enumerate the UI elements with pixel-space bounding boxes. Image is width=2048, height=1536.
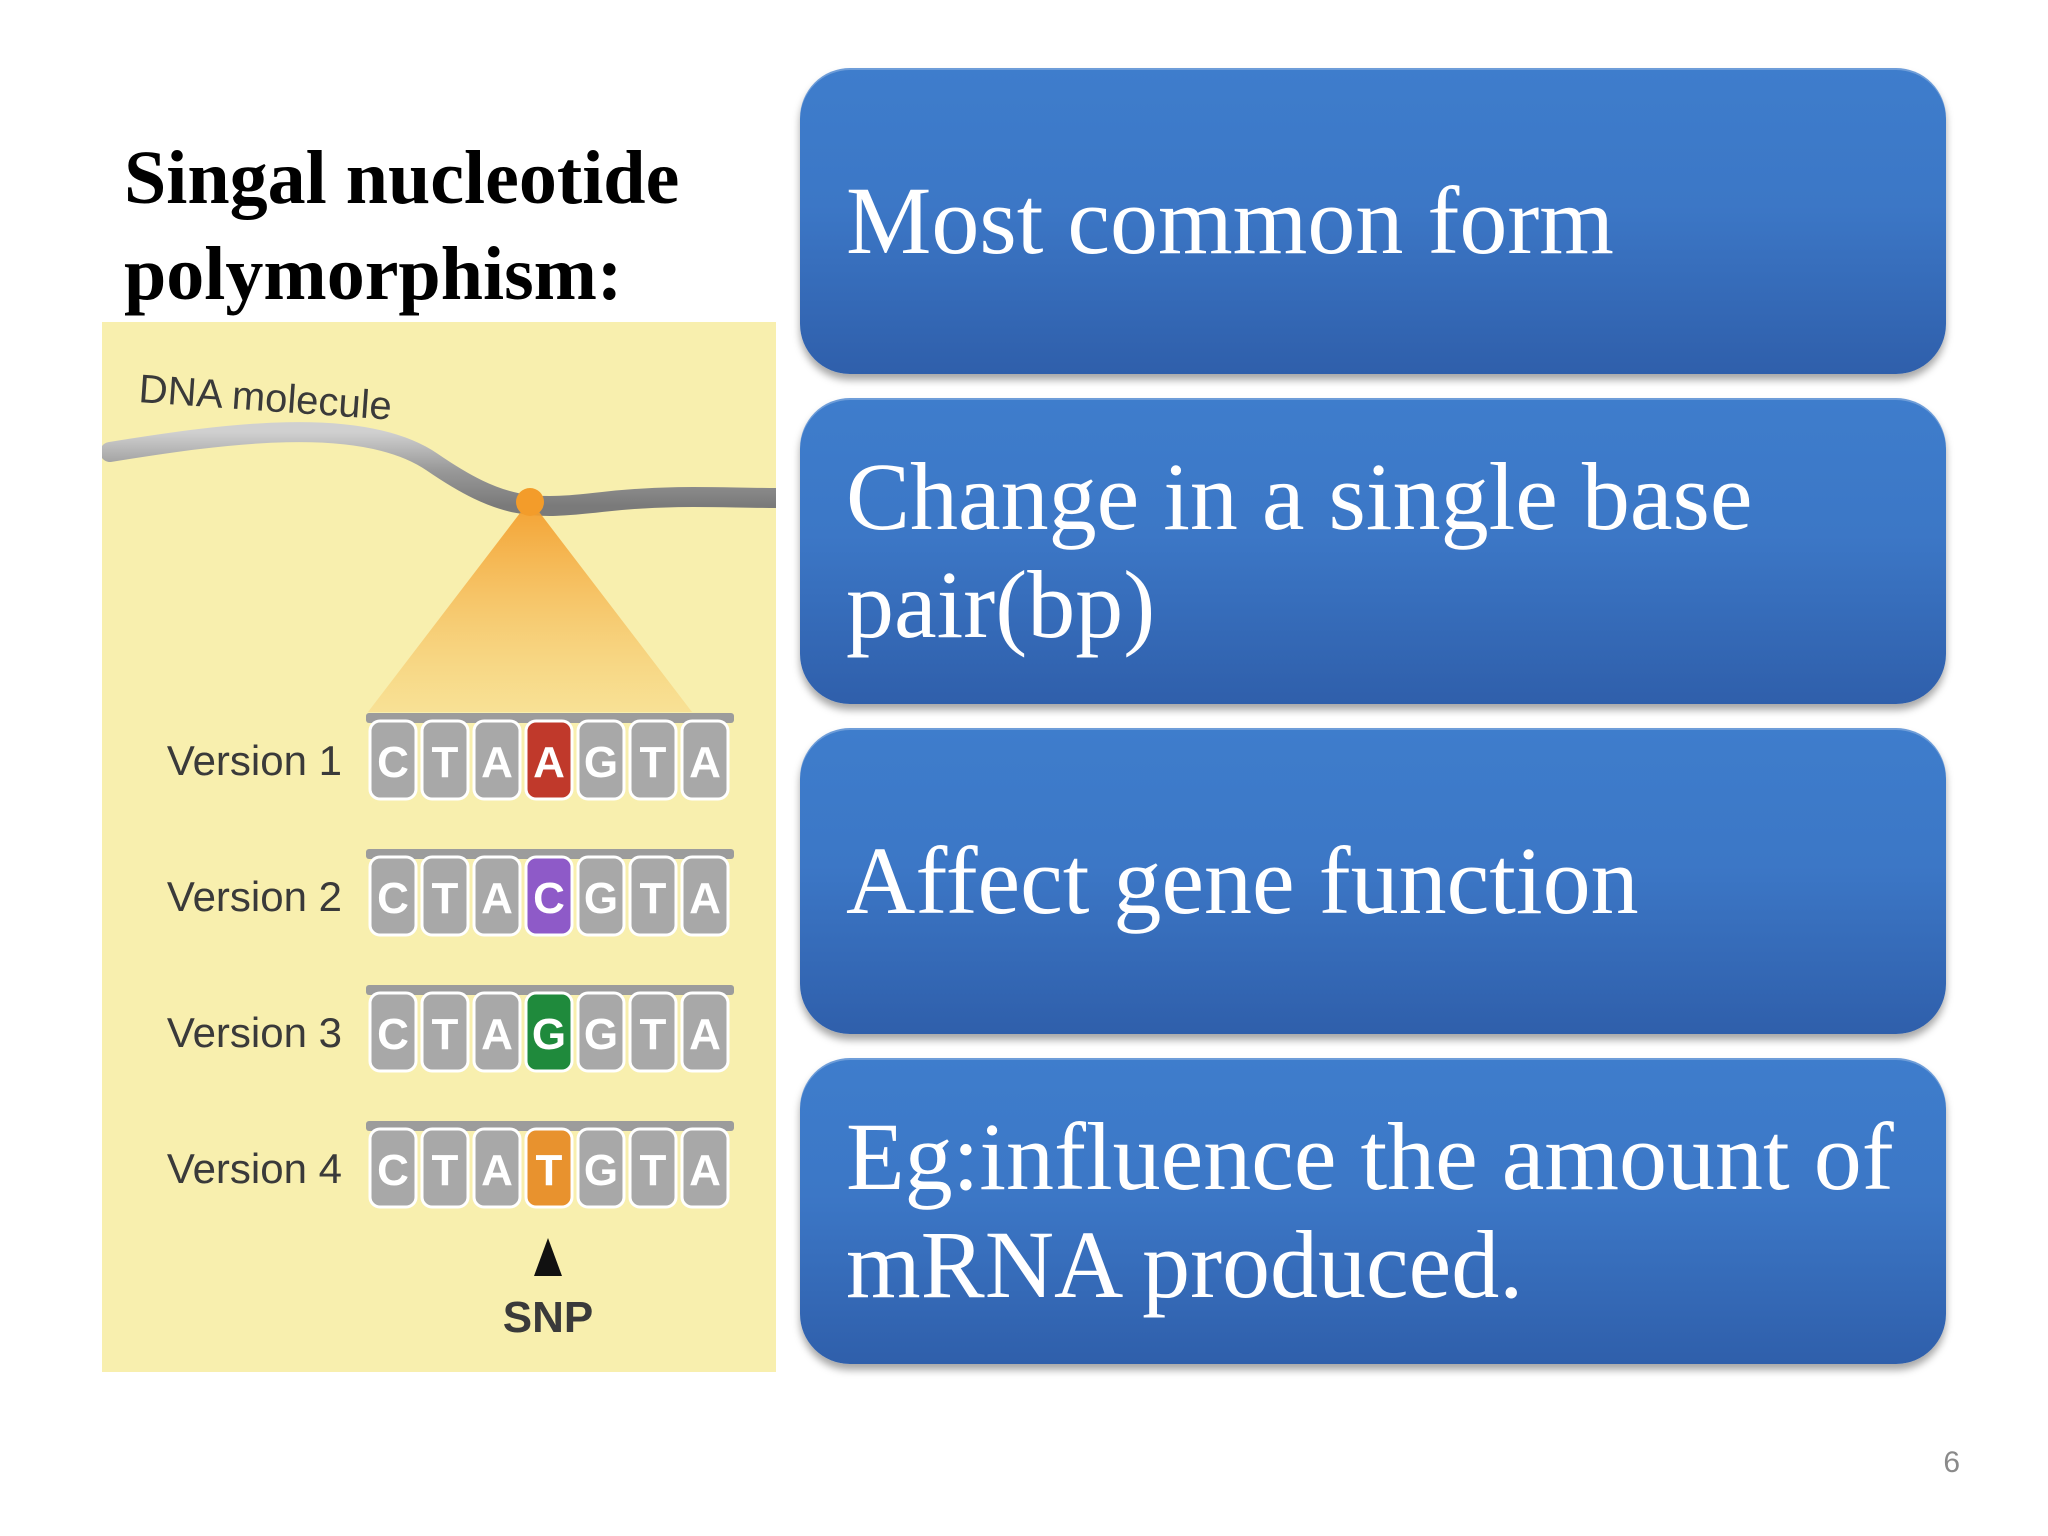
base-letter: A xyxy=(689,874,721,923)
feature-box-mrna-example: Eg:influence the amount of mRNA produced… xyxy=(800,1058,1946,1364)
base-tile xyxy=(368,991,418,1073)
base-tile xyxy=(628,991,678,1073)
base-letter: G xyxy=(584,1146,618,1195)
dna-molecule-label: DNA molecule xyxy=(137,367,393,429)
base-letter: C xyxy=(377,1146,409,1195)
feature-box-text: Eg:influence the amount of mRNA produced… xyxy=(846,1103,1894,1318)
base-letter: A xyxy=(689,738,721,787)
feature-box-text: Affect gene function xyxy=(846,827,1639,934)
base-letter: C xyxy=(377,1010,409,1059)
base-letter: A xyxy=(481,1146,513,1195)
base-tile xyxy=(628,855,678,937)
snp-highlight-spot xyxy=(516,488,544,516)
base-letter: C xyxy=(533,874,565,923)
base-letter: T xyxy=(640,1146,667,1195)
base-letter: A xyxy=(533,738,565,787)
base-tile xyxy=(628,719,678,801)
base-letter: T xyxy=(640,1010,667,1059)
base-letter: G xyxy=(584,738,618,787)
base-tile xyxy=(420,991,470,1073)
base-letter: T xyxy=(432,1010,459,1059)
page-number: 6 xyxy=(1943,1446,1960,1479)
feature-box-most-common-form: Most common form xyxy=(800,68,1946,374)
base-letter: T xyxy=(640,738,667,787)
feature-box-text: Change in a single base pair(bp) xyxy=(846,443,1753,658)
base-tile xyxy=(472,719,522,801)
base-letter: A xyxy=(689,1146,721,1195)
base-letter: A xyxy=(481,738,513,787)
snp-base-tile xyxy=(524,855,574,937)
feature-box-gene-function: Affect gene function xyxy=(800,728,1946,1034)
base-tile xyxy=(680,719,730,801)
snp-base-tile xyxy=(524,1127,574,1209)
feature-box-text: Most common form xyxy=(846,167,1614,274)
base-tile xyxy=(368,1127,418,1209)
base-tile xyxy=(368,719,418,801)
base-letter: C xyxy=(377,874,409,923)
base-letter: T xyxy=(536,1146,563,1195)
base-letter: G xyxy=(532,1010,566,1059)
base-tile xyxy=(576,1127,626,1209)
base-tile xyxy=(472,1127,522,1209)
base-letter: G xyxy=(584,874,618,923)
base-tile xyxy=(680,1127,730,1209)
base-tile xyxy=(420,855,470,937)
snp-base-tile xyxy=(524,991,574,1073)
base-letter: C xyxy=(377,738,409,787)
base-tile xyxy=(472,855,522,937)
base-letter: A xyxy=(481,1010,513,1059)
version-label: Version 2 xyxy=(167,873,342,920)
base-letter: T xyxy=(640,874,667,923)
base-letter: T xyxy=(432,1146,459,1195)
base-tile xyxy=(680,855,730,937)
base-letter: A xyxy=(689,1010,721,1059)
feature-box-single-base-change: Change in a single base pair(bp) xyxy=(800,398,1946,704)
base-tile xyxy=(576,855,626,937)
snp-highlight-cone xyxy=(368,500,692,712)
base-tile xyxy=(576,991,626,1073)
base-tile xyxy=(420,1127,470,1209)
base-letter: A xyxy=(481,874,513,923)
base-letter: T xyxy=(432,738,459,787)
snp-label: SNP xyxy=(503,1293,593,1342)
dna-strand xyxy=(102,422,776,516)
base-letter: G xyxy=(584,1010,618,1059)
version-label: Version 3 xyxy=(167,1009,342,1056)
base-tile xyxy=(420,719,470,801)
snp-arrow-icon xyxy=(534,1238,562,1276)
base-tile xyxy=(576,719,626,801)
version-label: Version 4 xyxy=(167,1145,342,1192)
version-label: Version 1 xyxy=(167,737,342,784)
base-letter: T xyxy=(432,874,459,923)
base-tile xyxy=(628,1127,678,1209)
base-tile xyxy=(472,991,522,1073)
slide-title: Singal nucleotide polymorphism: xyxy=(124,136,680,316)
snp-base-tile xyxy=(524,719,574,801)
base-tile xyxy=(680,991,730,1073)
base-tile xyxy=(368,855,418,937)
